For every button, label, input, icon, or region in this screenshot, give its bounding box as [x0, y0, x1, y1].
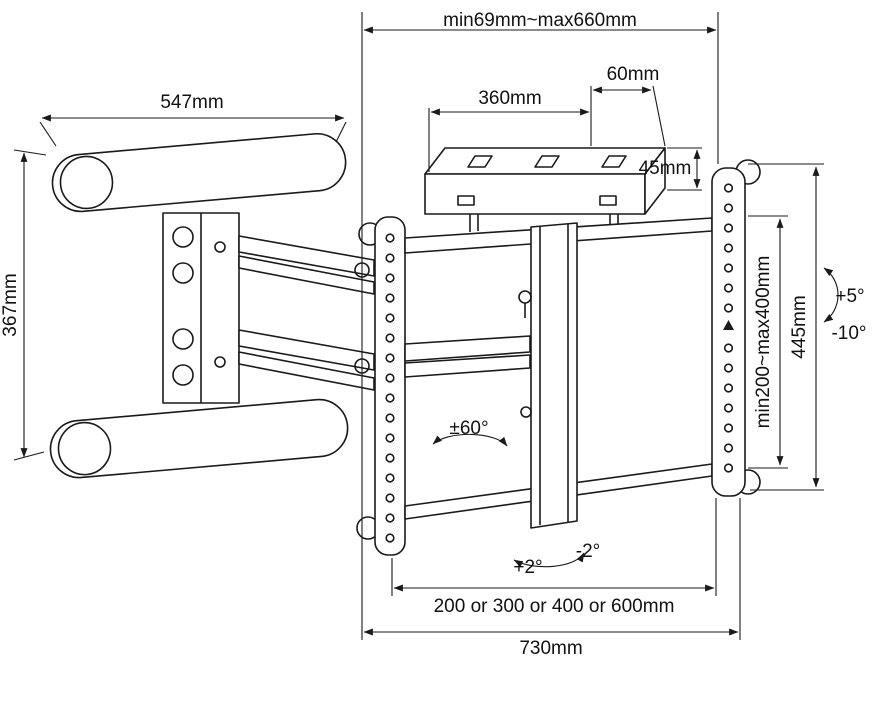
right-vesa-rail	[711, 159, 761, 497]
dim-label-box-width: 360mm	[478, 88, 542, 109]
dim-label-level-minus: -2°	[575, 541, 601, 562]
dim-label-tilt-down: -10°	[831, 323, 867, 344]
dim-label-bottom-span: 730mm	[519, 638, 583, 659]
dim-label-vesa-horizontal: 200 or 300 or 400 or 600mm	[433, 596, 675, 617]
dim-label-bracket-height: 445mm	[789, 295, 810, 359]
dim-label-vesa-vertical: min200~max400mm	[753, 255, 774, 429]
lower-arm	[49, 398, 349, 479]
dim-label-swivel-range: ±60°	[449, 418, 489, 439]
dim-label-arm-length: 547mm	[160, 92, 224, 113]
center-bracket	[518, 222, 578, 529]
dim-label-level-plus: +2°	[513, 557, 543, 578]
dim-label-tilt-up: +5°	[835, 286, 865, 307]
dim-label-top-span: min69mm~max660mm	[443, 10, 637, 31]
dim-label-box-offset: 60mm	[606, 64, 660, 85]
dimension-lines	[13, 12, 839, 640]
dim-label-plate-height: 367mm	[0, 273, 21, 337]
cable-box	[424, 147, 666, 232]
wall-plate	[162, 212, 240, 404]
upper-arm	[51, 132, 347, 213]
articulating-arms	[238, 235, 375, 391]
left-vesa-rail	[356, 216, 406, 556]
vesa-up-arrow-icon	[723, 320, 734, 330]
dim-label-box-height: 45mm	[638, 158, 692, 179]
